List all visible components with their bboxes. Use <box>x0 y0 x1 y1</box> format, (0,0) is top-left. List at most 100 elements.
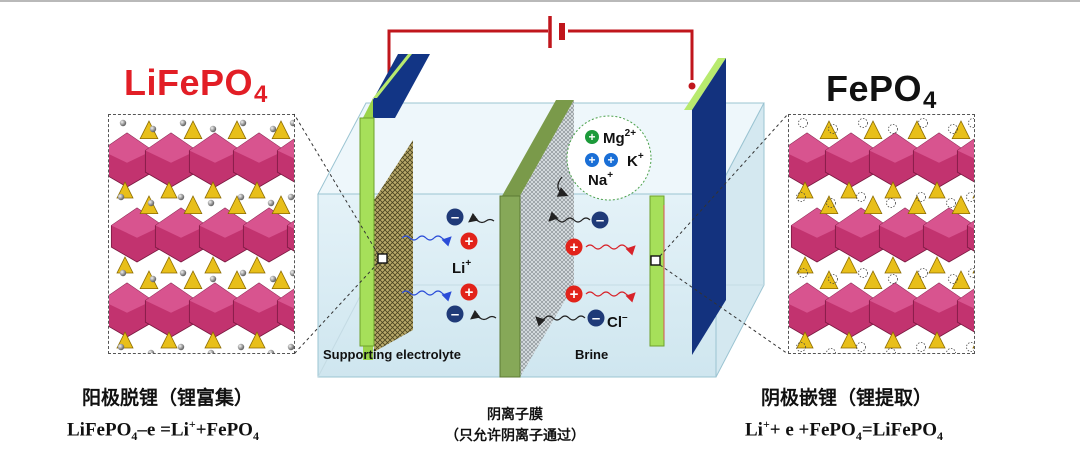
supporting-electrolyte-label: Supporting electrolyte <box>323 347 461 362</box>
po4-tetrahedron <box>183 120 203 140</box>
lithium-vacancy <box>966 192 974 202</box>
cation-icon <box>565 285 583 303</box>
svg-text:–: – <box>451 306 459 323</box>
cathode-reaction-equation: Li++ e +FePO4=LiFePO4 <box>745 417 944 444</box>
po4-tetrahedron <box>204 256 222 274</box>
lithium-vacancy <box>828 274 838 284</box>
lifepo4-title-subscript: 4 <box>254 81 268 108</box>
lithium-atom <box>267 349 275 353</box>
lithium-atom <box>287 343 294 351</box>
svg-text:–: – <box>592 310 600 327</box>
lithium-atom <box>289 269 294 277</box>
lithium-atom <box>207 199 215 207</box>
anion-exchange-membrane <box>499 100 574 378</box>
svg-text:+: + <box>588 130 595 144</box>
lifepo4-title: LiFePO4 <box>124 62 268 108</box>
po4-tetrahedron <box>204 331 222 349</box>
lithium-vacancy <box>796 342 806 352</box>
po4-tetrahedron <box>160 256 178 274</box>
po4-tetrahedron <box>271 120 291 140</box>
lithium-atom <box>149 125 157 133</box>
anode-reaction-equation: LiFePO4–e =Li++FePO4 <box>67 417 259 444</box>
lithium-cation-icon <box>460 232 478 250</box>
po4-tetrahedron <box>972 195 974 199</box>
po4-tetrahedron <box>863 195 883 214</box>
membrane-caption: 阴离子膜 <box>487 407 543 423</box>
fepo4-title: FePO4 <box>826 68 937 114</box>
po4-tetrahedron <box>972 270 974 274</box>
lifepo4-title-main: LiFePO <box>124 62 254 103</box>
k-ion-icon <box>585 153 599 167</box>
po4-tetrahedron <box>907 195 927 214</box>
lithium-vacancy <box>856 342 866 352</box>
po4-tetrahedron <box>227 195 247 214</box>
membrane-caption-note: （只允许阴离子通过） <box>445 428 585 444</box>
fepo4-title-main: FePO <box>826 68 923 109</box>
brine-cations-bubble: + Mg2+ + + K+ Na+ <box>556 115 652 201</box>
anion-icon <box>446 305 464 323</box>
svg-text:+: + <box>570 239 579 256</box>
po4-tetrahedron <box>819 195 839 214</box>
feo6-octahedron <box>966 220 974 252</box>
lithium-atom <box>237 193 245 201</box>
cl-ion-label: Cl– <box>607 312 628 331</box>
po4-tetrahedron <box>907 120 927 140</box>
left-zoom-marker <box>377 253 388 264</box>
po4-tetrahedron <box>951 270 971 290</box>
top-divider <box>0 0 1080 2</box>
lithium-atom <box>207 349 215 353</box>
mg-ion-label: Mg2+ <box>603 128 636 147</box>
po4-tetrahedron <box>884 256 902 274</box>
po4-tetrahedron <box>972 345 974 349</box>
li-ion-label: Li+ <box>452 258 471 277</box>
lithium-atom <box>117 343 125 351</box>
po4-tetrahedron <box>227 120 247 140</box>
lithium-vacancy <box>886 198 896 208</box>
lithium-atom <box>179 269 187 277</box>
chloride-anion-icon <box>587 309 605 327</box>
lithium-vacancy <box>858 268 868 278</box>
left-electrode <box>359 54 430 360</box>
lithium-atom <box>269 125 277 133</box>
lithium-vacancy <box>966 342 974 352</box>
lithium-atom <box>239 269 247 277</box>
lithium-atom <box>239 119 247 127</box>
svg-text:+: + <box>588 153 595 167</box>
po4-tetrahedron <box>907 270 927 290</box>
lithium-vacancy <box>916 342 926 352</box>
lithium-vacancy <box>888 124 898 134</box>
lithium-vacancy <box>828 124 838 134</box>
po4-tetrahedron <box>884 331 902 349</box>
po4-tetrahedron <box>928 181 946 199</box>
po4-tetrahedron <box>248 181 266 199</box>
brine-label: Brine <box>575 347 608 362</box>
mg-ion-icon <box>585 130 599 144</box>
lithium-atom <box>209 125 217 133</box>
right-zoom-marker <box>650 255 661 266</box>
na-ion-label: Na+ <box>588 170 613 189</box>
po4-tetrahedron <box>183 270 203 290</box>
po4-tetrahedron <box>840 331 858 349</box>
po4-tetrahedron <box>271 270 291 290</box>
lithium-cation-icon <box>460 283 478 301</box>
po4-tetrahedron <box>928 256 946 274</box>
lithium-atom <box>267 199 275 207</box>
po4-tetrahedron <box>884 181 902 199</box>
lithium-vacancy <box>826 198 836 208</box>
lithium-atom <box>119 269 127 277</box>
po4-tetrahedron <box>951 195 971 214</box>
po4-tetrahedron <box>951 120 971 140</box>
lithium-atom <box>237 343 245 351</box>
po4-tetrahedron <box>819 120 839 140</box>
right-electrode <box>649 58 726 355</box>
lithium-vacancy <box>918 268 928 278</box>
po4-tetrahedron <box>840 256 858 274</box>
lithium-atom <box>177 343 185 351</box>
right-chamber-ions: – + + – Cl– <box>535 211 636 331</box>
left-chamber-ions: – + Li+ + – <box>401 208 497 323</box>
po4-tetrahedron <box>863 270 883 290</box>
lithium-vacancy <box>968 118 974 128</box>
lithium-vacancy <box>948 274 958 284</box>
anion-icon <box>591 211 609 229</box>
